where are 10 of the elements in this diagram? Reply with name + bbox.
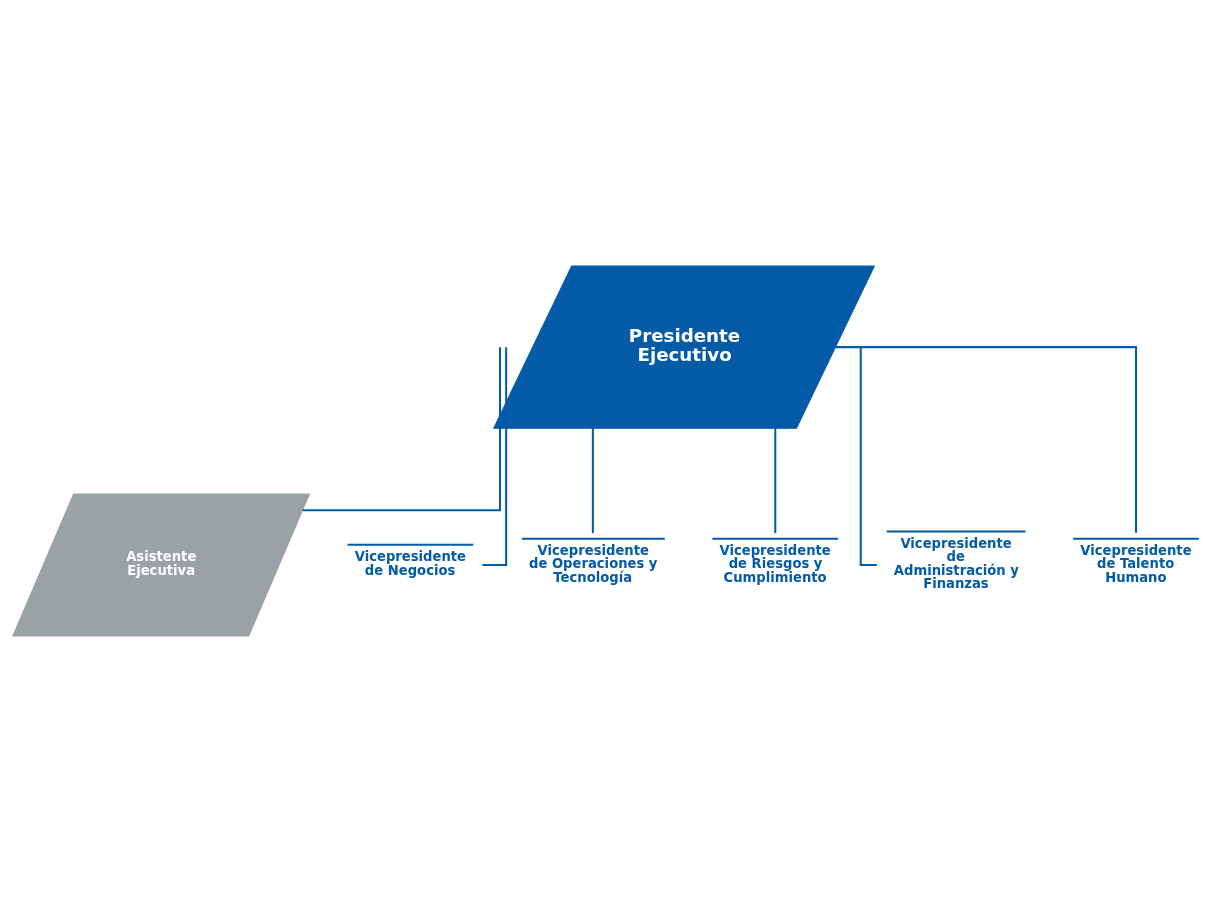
connector — [774, 428, 777, 534]
connector — [302, 347, 502, 512]
connector — [835, 346, 1138, 533]
node-text: Vicepresidente de Riesgos y Cumplimiento — [719, 543, 831, 585]
node-text: Vicepresidente de Administración y Finanzas — [893, 536, 1019, 591]
connector — [482, 347, 508, 567]
connector — [591, 428, 594, 534]
node-text: Vicepresidente de Operaciones y Tecnología — [529, 543, 658, 585]
node-text: Vicepresidente de Negocios — [354, 549, 466, 578]
node-text: Vicepresidente de Talento Humano — [1080, 543, 1192, 585]
